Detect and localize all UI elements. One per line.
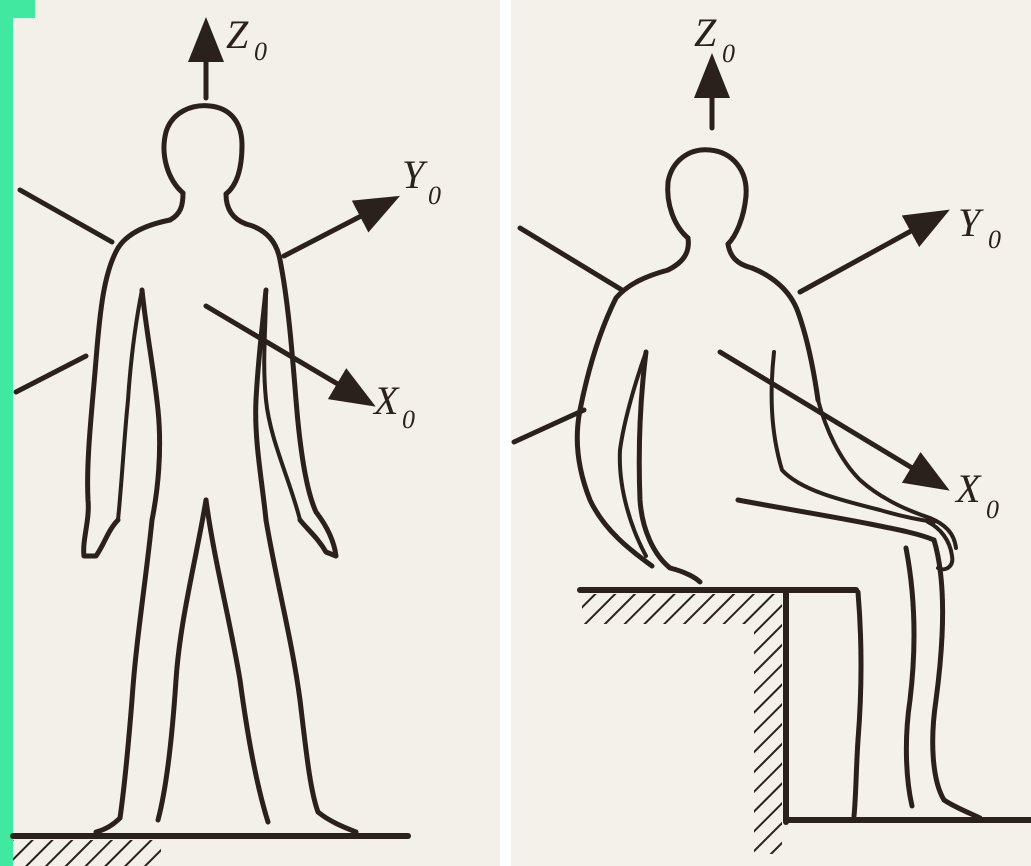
standing-x-label: X xyxy=(372,378,400,423)
seated-y-label: Y xyxy=(958,200,984,245)
standing-y-subscript: 0 xyxy=(428,181,441,210)
standing-x-axis-tail xyxy=(16,356,86,392)
standing-left-leg xyxy=(96,520,152,832)
standing-right-arm xyxy=(246,224,336,556)
seated-x-axis-tail xyxy=(514,410,584,442)
standing-ground-hatch xyxy=(13,840,161,866)
standing-inner-right-leg xyxy=(206,500,268,822)
seated-x-label: X xyxy=(954,466,982,511)
standing-left-inner-arm xyxy=(118,290,142,520)
standing-z-label: Z xyxy=(226,12,249,57)
seated-front-arm xyxy=(772,352,934,522)
standing-x-subscript: 0 xyxy=(402,405,415,434)
seat-side-hatch xyxy=(754,624,782,854)
standing-inner-left-leg xyxy=(158,500,206,820)
seated-neck xyxy=(668,238,752,270)
seated-back-leg xyxy=(906,548,914,806)
seated-front-leg xyxy=(933,540,980,818)
standing-torso-right xyxy=(256,290,266,520)
seated-y-subscript: 0 xyxy=(988,225,1001,254)
seated-back-arm xyxy=(577,270,668,566)
seated-x-subscript: 0 xyxy=(986,495,999,524)
standing-y-label: Y xyxy=(402,152,428,197)
seated-x-axis xyxy=(720,352,942,486)
seat-top-hatch xyxy=(582,594,782,624)
seated-z-subscript: 0 xyxy=(722,39,735,68)
seated-torso-back xyxy=(639,352,700,582)
standing-y-axis xyxy=(284,200,392,256)
seated-y-axis xyxy=(800,214,942,292)
seated-z-label: Z xyxy=(694,10,717,55)
standing-right-leg xyxy=(266,520,356,832)
seated-calf xyxy=(854,592,861,816)
seated-head xyxy=(668,150,746,244)
standing-head xyxy=(164,106,242,194)
standing-torso-left xyxy=(142,290,160,520)
seated-figure: Z 0 Y 0 X 0 xyxy=(514,10,1031,854)
standing-figure: Z 0 Y 0 X 0 xyxy=(13,12,441,866)
standing-neck xyxy=(170,193,246,224)
standing-y-axis-tail xyxy=(20,190,112,242)
seated-y-axis-tail xyxy=(520,228,622,290)
standing-z-subscript: 0 xyxy=(254,37,267,66)
